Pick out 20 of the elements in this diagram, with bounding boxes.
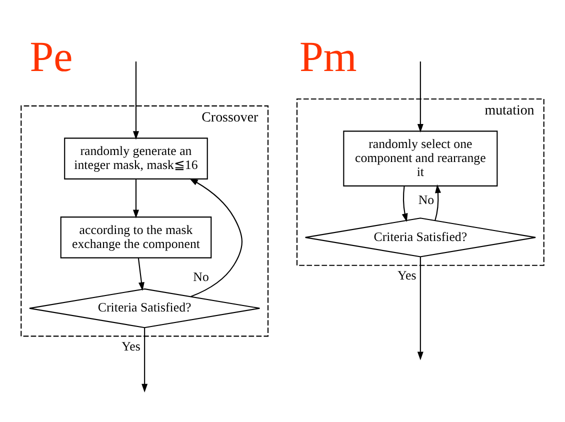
node-diamond: Criteria Satisfied? (28, 288, 260, 328)
edge-label: No (193, 270, 209, 284)
label: Pm (299, 34, 357, 82)
node-box: according to the mask exchange the component (60, 216, 212, 258)
arrow (434, 184, 442, 221)
edge-label: Yes (398, 268, 416, 282)
node-diamond: Criteria Satisfied? (304, 218, 536, 258)
edge-label: Yes (122, 340, 140, 354)
node-box: randomly generate an integer mask, mask≦16 (64, 138, 208, 180)
arrow (417, 61, 424, 133)
arrow (138, 258, 144, 291)
arrow (142, 328, 148, 392)
arrow (402, 186, 408, 222)
arrow (132, 179, 139, 218)
arrow (189, 178, 242, 298)
arrow (417, 256, 424, 360)
edge-label: No (418, 193, 434, 208)
node-box: randomly select one component and rearrange it (343, 130, 498, 186)
label: Pe (30, 34, 73, 82)
arrow (132, 61, 139, 140)
